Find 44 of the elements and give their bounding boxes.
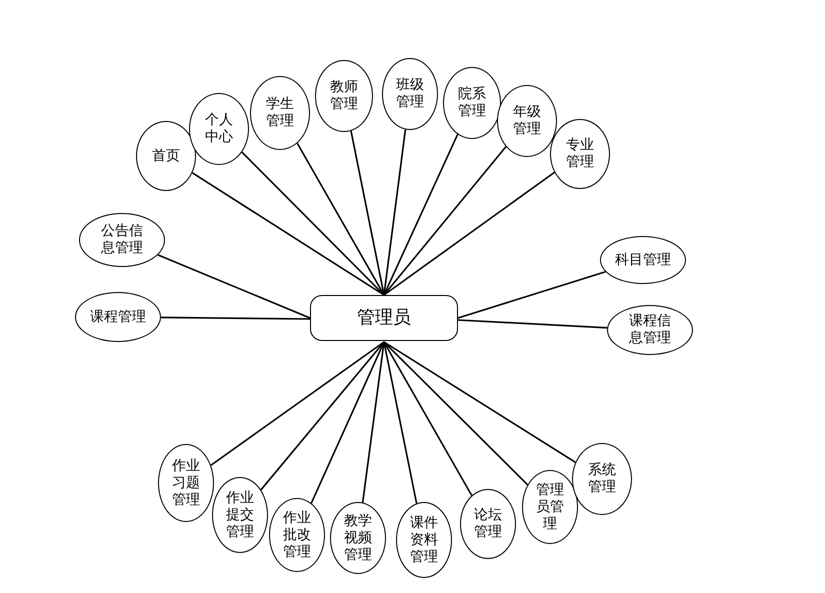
- connector-line: [384, 172, 555, 296]
- connector-line: [383, 341, 528, 486]
- node-label: 课程信息管理: [628, 313, 672, 347]
- connector-line: [296, 142, 385, 296]
- node-label: 院系管理: [457, 86, 487, 120]
- node-label: 学生管理: [265, 96, 295, 130]
- node-label: 管理员管理: [535, 482, 565, 532]
- connector-line: [260, 341, 385, 490]
- function-ellipse: [79, 213, 165, 267]
- node-label: 课件资料管理: [409, 514, 439, 566]
- node-label: 科目管理: [614, 252, 672, 268]
- connector-line: [383, 342, 418, 504]
- node-label: 作业批改管理: [282, 510, 312, 560]
- connector-line: [458, 319, 608, 329]
- node-label: 个人中心: [204, 112, 234, 146]
- node-label: 班级管理: [395, 77, 425, 111]
- node-label: 系统管理: [587, 462, 617, 496]
- connector-line: [241, 152, 385, 296]
- node-label: 课程管理: [89, 308, 147, 326]
- connector-line: [383, 129, 406, 296]
- connector-line: [192, 172, 384, 296]
- node-label: 首页: [151, 148, 181, 164]
- connector-line: [383, 134, 458, 296]
- connector-line: [458, 271, 606, 319]
- connector-line: [310, 342, 385, 504]
- node-label: 公告信息管理: [100, 223, 144, 257]
- connector-line: [160, 316, 310, 320]
- connector-line: [362, 342, 385, 503]
- role-box: [310, 295, 458, 341]
- node-label: 专业管理: [565, 137, 595, 171]
- connector-line: [350, 130, 385, 296]
- node-label: 作业提交管理: [225, 490, 255, 540]
- node-label: 年级管理: [512, 104, 542, 138]
- connector-line: [384, 341, 576, 463]
- connector-line: [383, 146, 507, 296]
- connector-line: [383, 342, 472, 496]
- node-label: 教学视频管理: [343, 512, 373, 564]
- node-label: 作业习题管理: [171, 458, 201, 508]
- node-label: 论坛管理: [473, 507, 503, 541]
- node-label: 管理员: [357, 307, 411, 329]
- connector-line: [158, 254, 310, 319]
- function-ellipse: [497, 85, 557, 157]
- connector-line: [210, 341, 384, 466]
- node-label: 教师管理: [329, 79, 359, 113]
